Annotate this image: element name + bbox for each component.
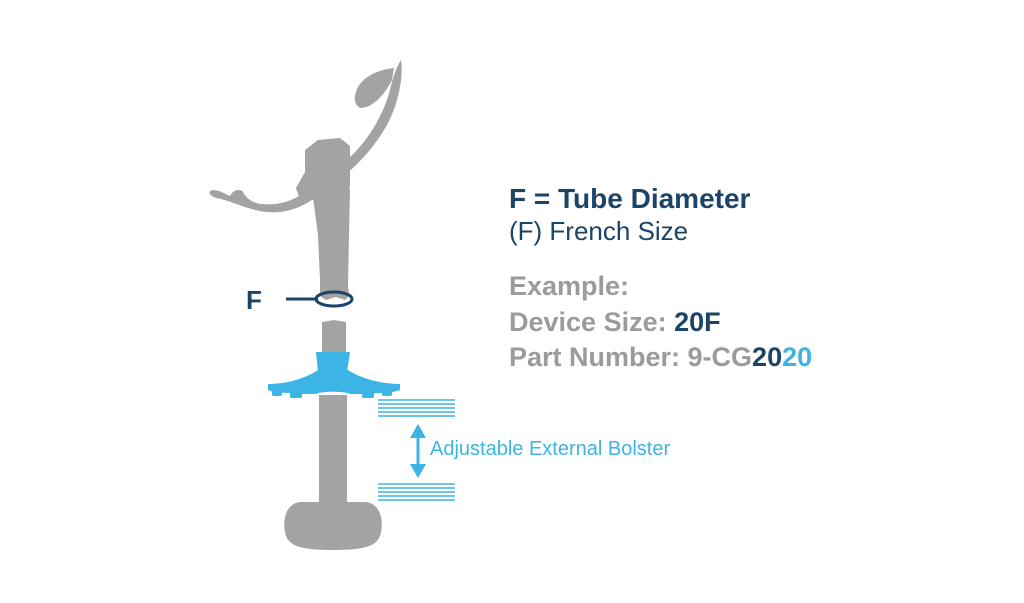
double-arrow-icon [410,424,426,478]
bolster-label: Adjustable External Bolster [430,438,671,460]
diagram-title: F = Tube Diameter [509,183,751,214]
tube-lower [319,395,347,505]
bolster-foot-3 [362,392,374,398]
example-heading: Example: [509,271,630,301]
device-size-value: 20F [674,307,721,337]
bolster-wings [268,370,400,394]
f-marker [286,290,354,308]
f-marker-label: F [246,285,262,315]
hub-head [296,138,350,200]
bolster-foot-1 [272,390,282,396]
part-number-line: Part Number: 9-CG2020 [509,344,812,371]
tube-mid [322,320,346,360]
top-port-cap [354,68,394,108]
bolster-collar [316,352,350,372]
bolster-foot-4 [382,390,392,396]
side-port [209,188,312,213]
part-number-code-b: 20 [782,342,813,372]
bolster-icon [268,352,400,398]
range-lines-top [378,399,455,417]
part-number-code-a: 20 [752,342,783,372]
bolster-foot-2 [290,392,302,398]
tube-icon [209,60,402,550]
device-size-label: Device Size: [509,307,675,337]
range-lines-bottom [378,483,455,501]
diameter-ring-icon [314,290,354,308]
device-size-line: Device Size: 20F [509,309,721,336]
internal-retention-dome [284,502,382,550]
part-number-label: Part Number: 9-CG [509,342,753,372]
tube-upper [312,190,350,300]
diagram-subtitle: (F) French Size [509,216,689,246]
